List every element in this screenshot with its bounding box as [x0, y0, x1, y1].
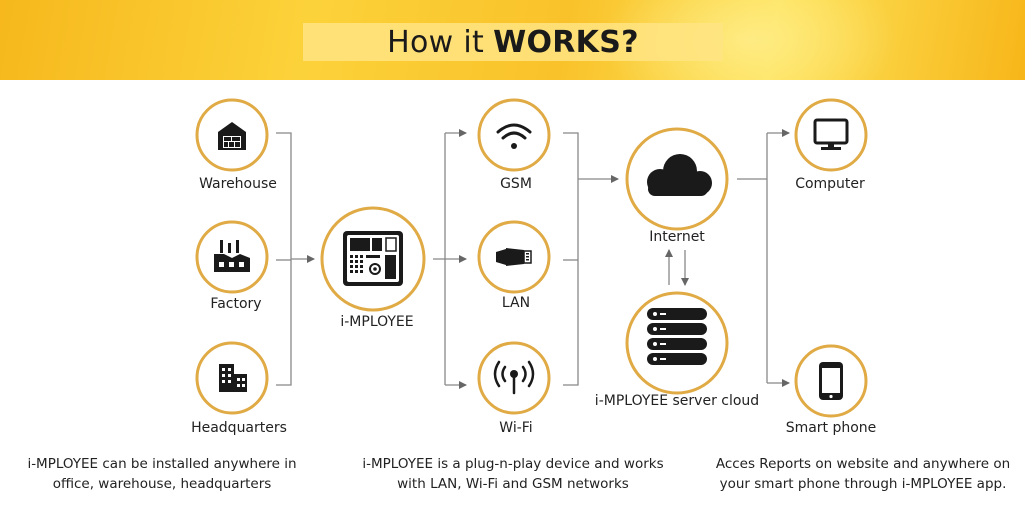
warehouse-icon — [218, 122, 246, 150]
label-device: i-MPLOYEE — [340, 314, 414, 330]
label-server: i-MPLOYEE server cloud — [594, 393, 760, 409]
label-wifi: Wi-Fi — [499, 420, 533, 436]
building-icon — [219, 364, 247, 392]
gsm-ring — [477, 98, 551, 172]
title-prefix: How it — [387, 24, 485, 60]
label-internet: Internet — [649, 229, 705, 245]
smartphone-icon — [819, 362, 843, 400]
monitor-icon — [813, 118, 849, 150]
factory-ring — [195, 220, 269, 294]
description-installation: i-MPLOYEE can be installed anywhere in o… — [2, 454, 322, 494]
description-device-line-2: with LAN, Wi-Fi and GSM networks — [397, 476, 629, 492]
terminal-device-icon — [343, 231, 403, 286]
header-banner: How it WORKS? — [0, 0, 1025, 80]
label-computer: Computer — [795, 176, 865, 192]
factory-icon — [214, 240, 250, 272]
label-lan: LAN — [501, 295, 531, 311]
label-smartphone: Smart phone — [785, 420, 877, 436]
description-reports-line-2: your smart phone through i-MPLOYEE app. — [719, 476, 1007, 492]
title-bold: WORKS? — [493, 24, 639, 60]
description-reports: Acces Reports on website and anywhere on… — [703, 454, 1023, 494]
label-warehouse: Warehouse — [199, 176, 277, 192]
label-gsm: GSM — [500, 176, 532, 192]
description-device: i-MPLOYEE is a plug-n-play device and wo… — [353, 454, 673, 494]
description-device-line-1: i-MPLOYEE is a plug-n-play device and wo… — [362, 456, 664, 472]
ethernet-plug-icon — [496, 248, 532, 266]
label-factory: Factory — [210, 296, 262, 312]
wifi-signal-icon — [496, 123, 532, 149]
antenna-icon — [493, 360, 535, 395]
server-stack-icon — [647, 308, 707, 365]
page-title: How it WORKS? — [303, 23, 723, 61]
description-installation-line-1: i-MPLOYEE can be installed anywhere in — [27, 456, 297, 472]
description-installation-line-2: office, warehouse, headquarters — [52, 476, 272, 492]
cloud-icon — [647, 154, 712, 196]
connector-lines — [276, 129, 790, 389]
label-headquarters: Headquarters — [191, 420, 287, 436]
description-reports-line-1: Acces Reports on website and anywhere on — [715, 456, 1011, 472]
